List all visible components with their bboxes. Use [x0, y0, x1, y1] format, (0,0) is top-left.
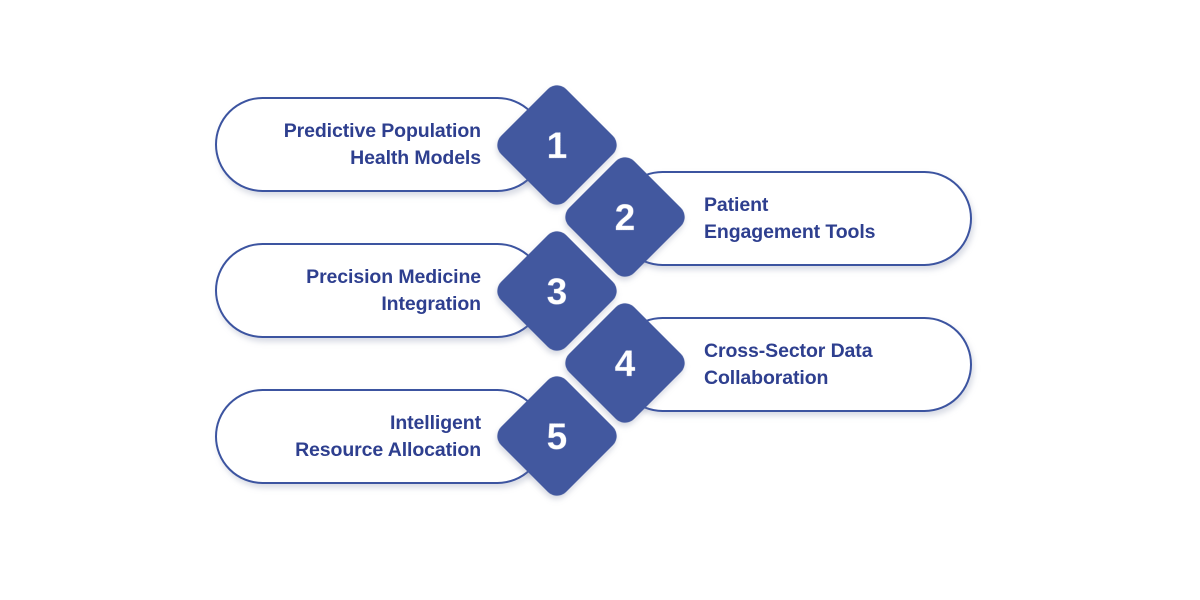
step-number-5: 5 — [546, 415, 568, 457]
step-label-1: Predictive Population Health Models — [283, 120, 481, 169]
step-label-2: Patient Engagement Tools — [704, 194, 876, 243]
step-label-5: Intelligent Resource Allocation — [295, 412, 481, 461]
step-pill-5[interactable]: Intelligent Resource Allocation — [215, 389, 545, 484]
step-diamond-5[interactable]: 5 — [491, 370, 623, 502]
step-label-4: Cross-Sector Data Collaboration — [704, 340, 873, 389]
step-pill-1[interactable]: Predictive Population Health Models — [215, 97, 545, 192]
step-pill-3[interactable]: Precision Medicine Integration — [215, 243, 545, 338]
step-label-3: Precision Medicine Integration — [306, 266, 481, 315]
